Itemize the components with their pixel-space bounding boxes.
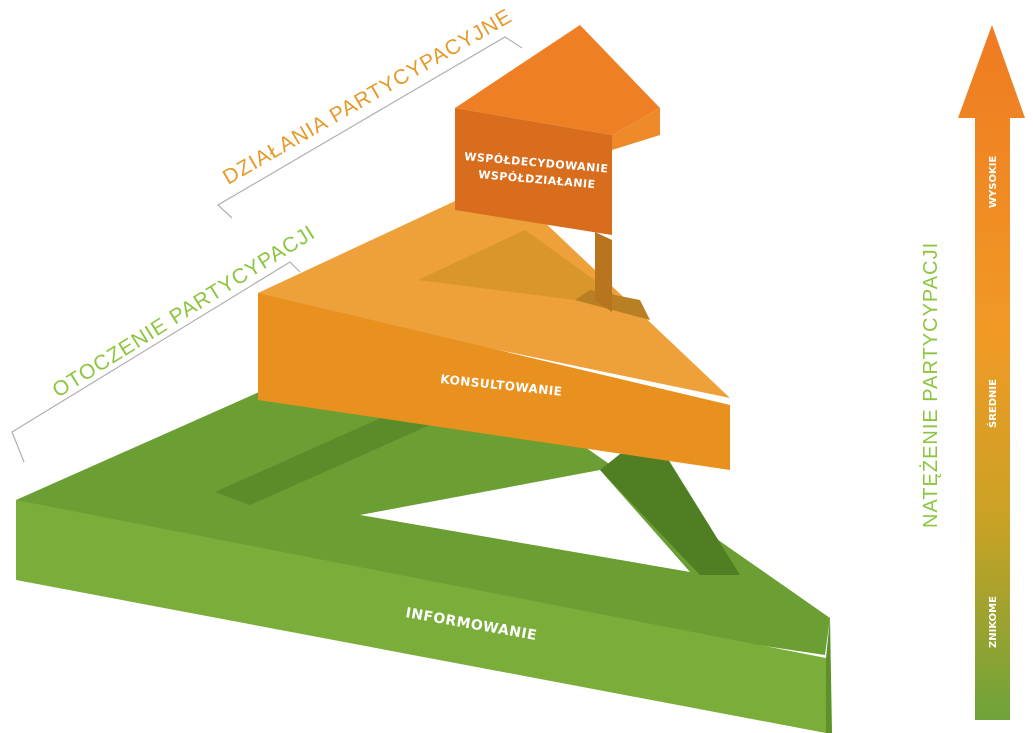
green-frame-hole	[360, 470, 690, 572]
level-wspoldecydowanie: WSPÓŁDECYDOWANIE WSPÓŁDZIAŁANIE	[455, 25, 660, 312]
intensity-arrow	[958, 25, 1025, 720]
green-frame-top	[16, 325, 830, 655]
green-frame-inner-left	[215, 405, 430, 505]
intensity-medium-label: ŚREDNIE	[986, 379, 999, 428]
level-informowanie: INFORMOWANIE	[16, 325, 832, 733]
intensity-low-label: ZNIKOME	[988, 596, 999, 648]
top-block-roof	[455, 25, 660, 135]
green-frame-front	[16, 500, 826, 733]
orange-frame-front	[258, 293, 730, 470]
orange-frame-inner-shadow	[575, 290, 650, 320]
level-konsultowanie: KONSULTOWANIE	[258, 180, 730, 470]
intensity-high-label: WYSOKIE	[988, 156, 999, 208]
bracket-dzialania-line	[216, 36, 523, 219]
top-block-side	[612, 108, 660, 150]
green-frame-right-side	[826, 618, 832, 733]
green-frame-inner-right	[600, 430, 740, 575]
intensity-scale: WYSOKIE ŚREDNIE ZNIKOME NATĘŻENIE PARTYC…	[919, 25, 1025, 720]
top-block-front	[455, 108, 612, 235]
top-block-pillar	[595, 232, 612, 312]
bracket-otoczenie-line	[11, 261, 301, 463]
intensity-axis-title: NATĘŻENIE PARTYCYPACJI	[919, 242, 942, 528]
